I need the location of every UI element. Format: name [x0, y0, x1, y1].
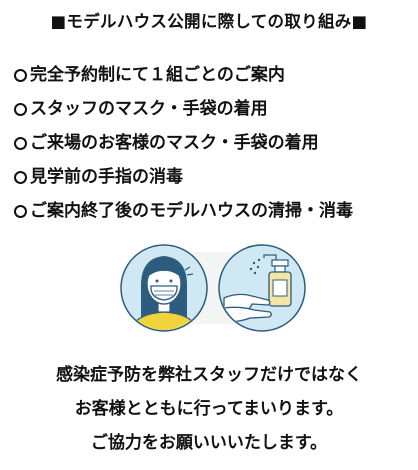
list-item: ご案内終了後のモデルハウスの清掃・消毒: [14, 194, 353, 228]
list-item-text: 見学前の手指の消毒: [30, 167, 183, 187]
circle-bullet-icon: [14, 170, 27, 184]
closing-message: 感染症予防を弊社スタッフだけではなく お客様とともに行ってまいります。 ご協力を…: [0, 358, 418, 460]
measures-list: 完全予約制にて１組ごとのご案内 スタッフのマスク・手袋の着用 ご来場のお客様のマ…: [14, 58, 353, 228]
person-wearing-mask-icon: [120, 244, 208, 332]
closing-line: ご協力をお願いいいたします。: [90, 433, 328, 453]
list-item-text: 完全予約制にて１組ごとのご案内: [30, 65, 285, 85]
list-item-text: ご案内終了後のモデルハウスの清掃・消毒: [30, 201, 353, 221]
closing-line: お客様とともに行ってまいります。: [74, 399, 344, 419]
hygiene-illustration: [120, 244, 306, 332]
circle-bullet-icon: [14, 68, 27, 82]
list-item: 完全予約制にて１組ごとのご案内: [14, 58, 353, 92]
circle-bullet-icon: [14, 102, 27, 116]
closing-line: 感染症予防を弊社スタッフだけではなく: [56, 365, 362, 385]
circle-bullet-icon: [14, 204, 27, 218]
circle-bullet-icon: [14, 136, 27, 150]
list-item: 見学前の手指の消毒: [14, 160, 353, 194]
list-item-text: スタッフのマスク・手袋の着用: [30, 99, 268, 119]
list-item: スタッフのマスク・手袋の着用: [14, 92, 353, 126]
hand-sanitizer-icon: [218, 244, 306, 332]
list-item: ご来場のお客様のマスク・手袋の着用: [14, 126, 353, 160]
page-heading: ■モデルハウス公開に際しての取り組み■: [50, 12, 368, 31]
list-item-text: ご来場のお客様のマスク・手袋の着用: [30, 133, 319, 153]
